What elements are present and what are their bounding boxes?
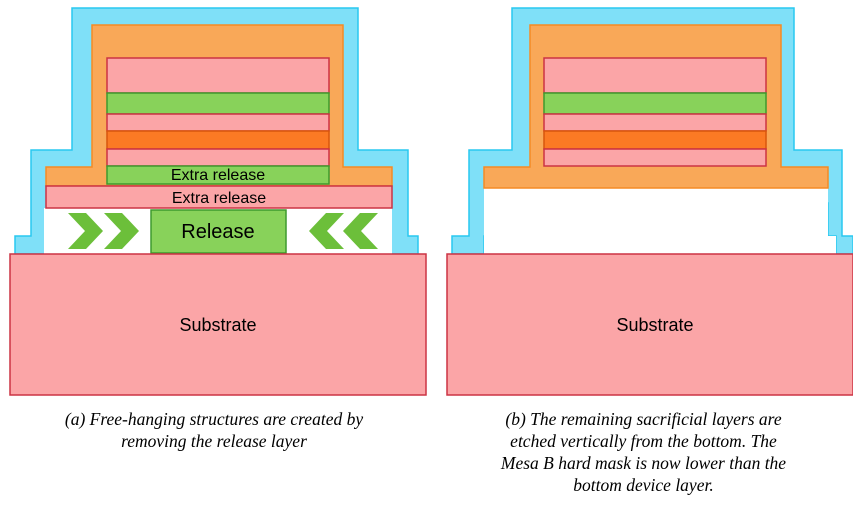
caption-b-line-4: bottom device layer.: [573, 475, 714, 495]
substrate-b: [446, 253, 853, 396]
device-layer-a-5: [106, 148, 330, 167]
etched-cavity-b: [484, 188, 836, 254]
panel-a: Extra release Extra release Release Subs…: [9, 7, 427, 396]
device-layer-b-5: [543, 148, 767, 167]
device-layer-a-3: [106, 113, 330, 132]
extra-release-layer-top: [106, 165, 330, 185]
caption-a-line-2: removing the release layer: [121, 431, 307, 451]
caption-a: (a) Free-hanging structures are created …: [0, 408, 428, 452]
extra-release-layer-bottom: [45, 185, 393, 209]
caption-b: (b) The remaining sacrificial layers are…: [434, 408, 853, 496]
extra-release-top-label: Extra release: [171, 167, 265, 184]
substrate-a: [9, 253, 427, 396]
extra-release-bottom-label: Extra release: [172, 190, 266, 207]
substrate-label-a: Substrate: [179, 315, 256, 335]
etch-arrow-left-2: [104, 213, 139, 249]
device-layer-a-4: [106, 130, 330, 150]
device-layer-a-2: [106, 92, 330, 115]
release-label: Release: [181, 221, 254, 243]
substrate-label-b: Substrate: [616, 315, 693, 335]
caption-a-line-1: (a) Free-hanging structures are created …: [64, 409, 364, 429]
device-layer-b-3: [543, 113, 767, 132]
caption-b-line-1: (b) The remaining sacrificial layers are: [505, 409, 782, 429]
device-layer-b-4: [543, 130, 767, 150]
etch-arrow-right-1: [309, 213, 344, 249]
device-layer-a-1: [106, 57, 330, 94]
caption-b-line-2: etched vertically from the bottom. The: [510, 431, 777, 451]
panel-b: Substrate: [446, 7, 853, 396]
etch-arrow-left-1: [68, 213, 103, 249]
etch-arrow-right-2: [343, 213, 378, 249]
device-layer-b-1: [543, 57, 767, 94]
caption-b-line-3: Mesa B hard mask is now lower than the: [500, 453, 787, 473]
device-layer-b-2: [543, 92, 767, 115]
release-layer: [150, 209, 287, 254]
